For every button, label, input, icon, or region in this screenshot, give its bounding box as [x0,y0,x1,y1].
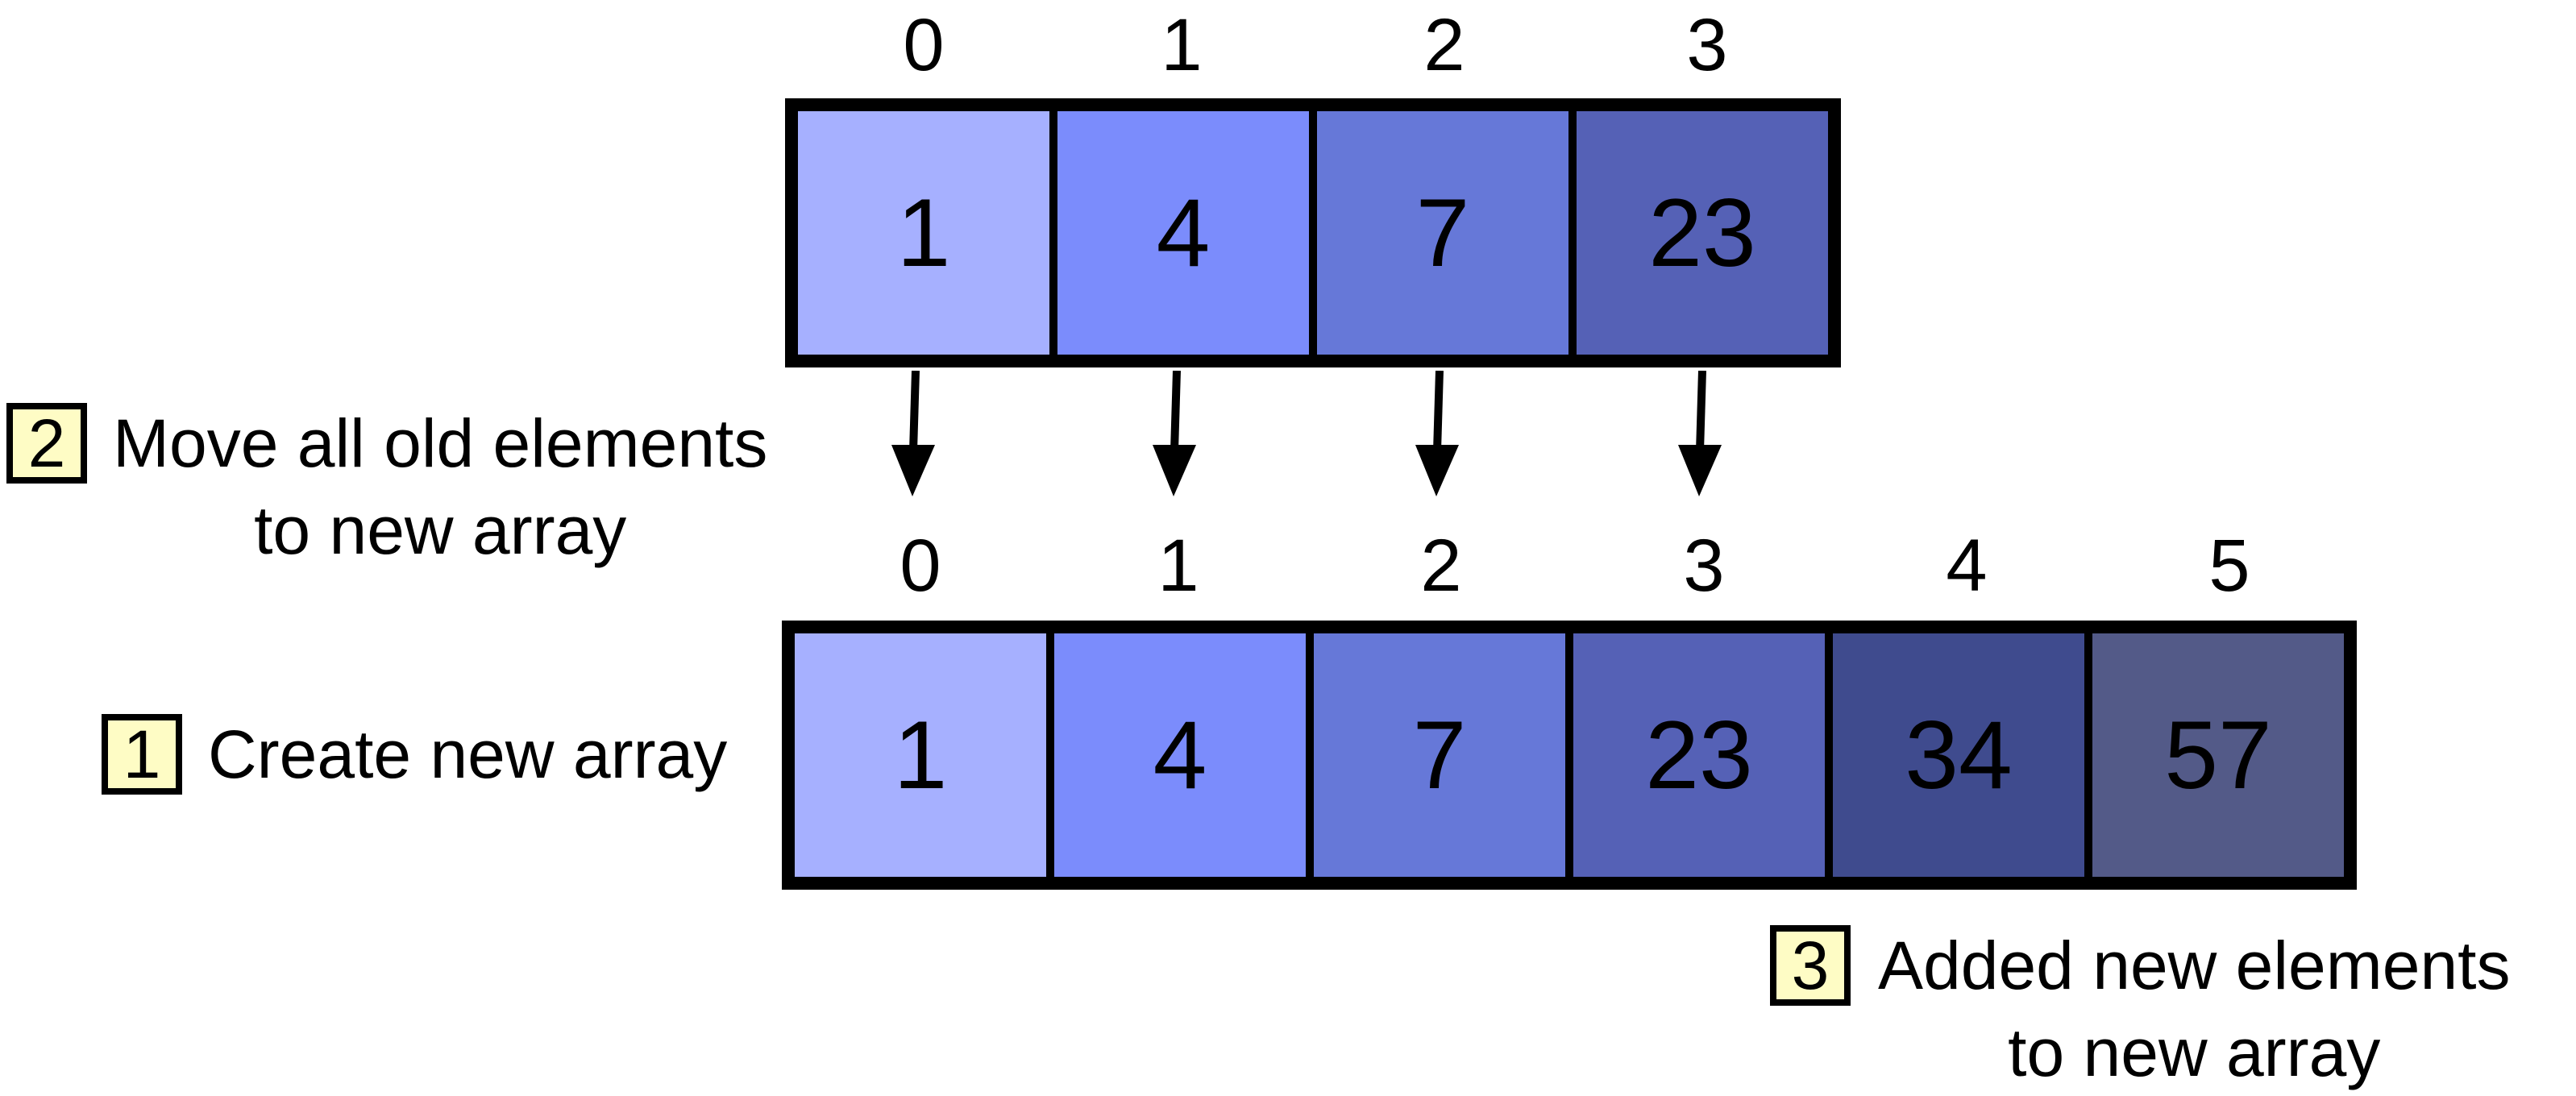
new-array-cell: 4 [1054,633,1306,877]
new-array-index: 4 [1946,525,1988,607]
new-array-cell: 34 [1833,633,2084,877]
new-array-index: 5 [2208,525,2250,607]
step-3-line: Added new elements [1878,928,2511,1003]
new-array-cell: 1 [795,633,1046,877]
step-2-line: Move all old elements [113,405,768,481]
old-array-index: 1 [1161,4,1203,86]
old-array-cell: 7 [1317,111,1568,355]
step-2-line: to new array [254,492,627,568]
new-array: 1 4 7 23 34 57 [782,621,2357,890]
step-1-label: Create new array [208,716,728,792]
step-3-line: to new array [2008,1015,2381,1090]
step-badge-1: 1 [102,714,182,795]
step-3-label: Added new elements to new array [1878,922,2511,1096]
new-array-index: 0 [900,525,941,607]
old-array-index: 2 [1423,4,1465,86]
old-array-cell: 4 [1057,111,1309,355]
down-arrow-icon [1678,371,1722,496]
step-2-label: Move all old elements to new array [113,400,767,574]
old-array-cell: 23 [1577,111,1828,355]
old-array-index: 0 [903,4,945,86]
new-array-index: 3 [1683,525,1725,607]
old-array-index: 3 [1686,4,1728,86]
down-arrow-icon [1415,371,1459,496]
new-array-cell: 57 [2092,633,2344,877]
new-array-index: 1 [1157,525,1199,607]
new-array-index: 2 [1420,525,1462,607]
old-array-cell: 1 [798,111,1049,355]
down-arrow-icon [891,371,935,496]
step-badge-2: 2 [6,403,87,484]
down-arrow-icon [1153,371,1196,496]
old-array: 1 4 7 23 [785,98,1841,367]
new-array-cell: 23 [1573,633,1825,877]
step-badge-3: 3 [1770,925,1851,1006]
new-array-cell: 7 [1314,633,1565,877]
